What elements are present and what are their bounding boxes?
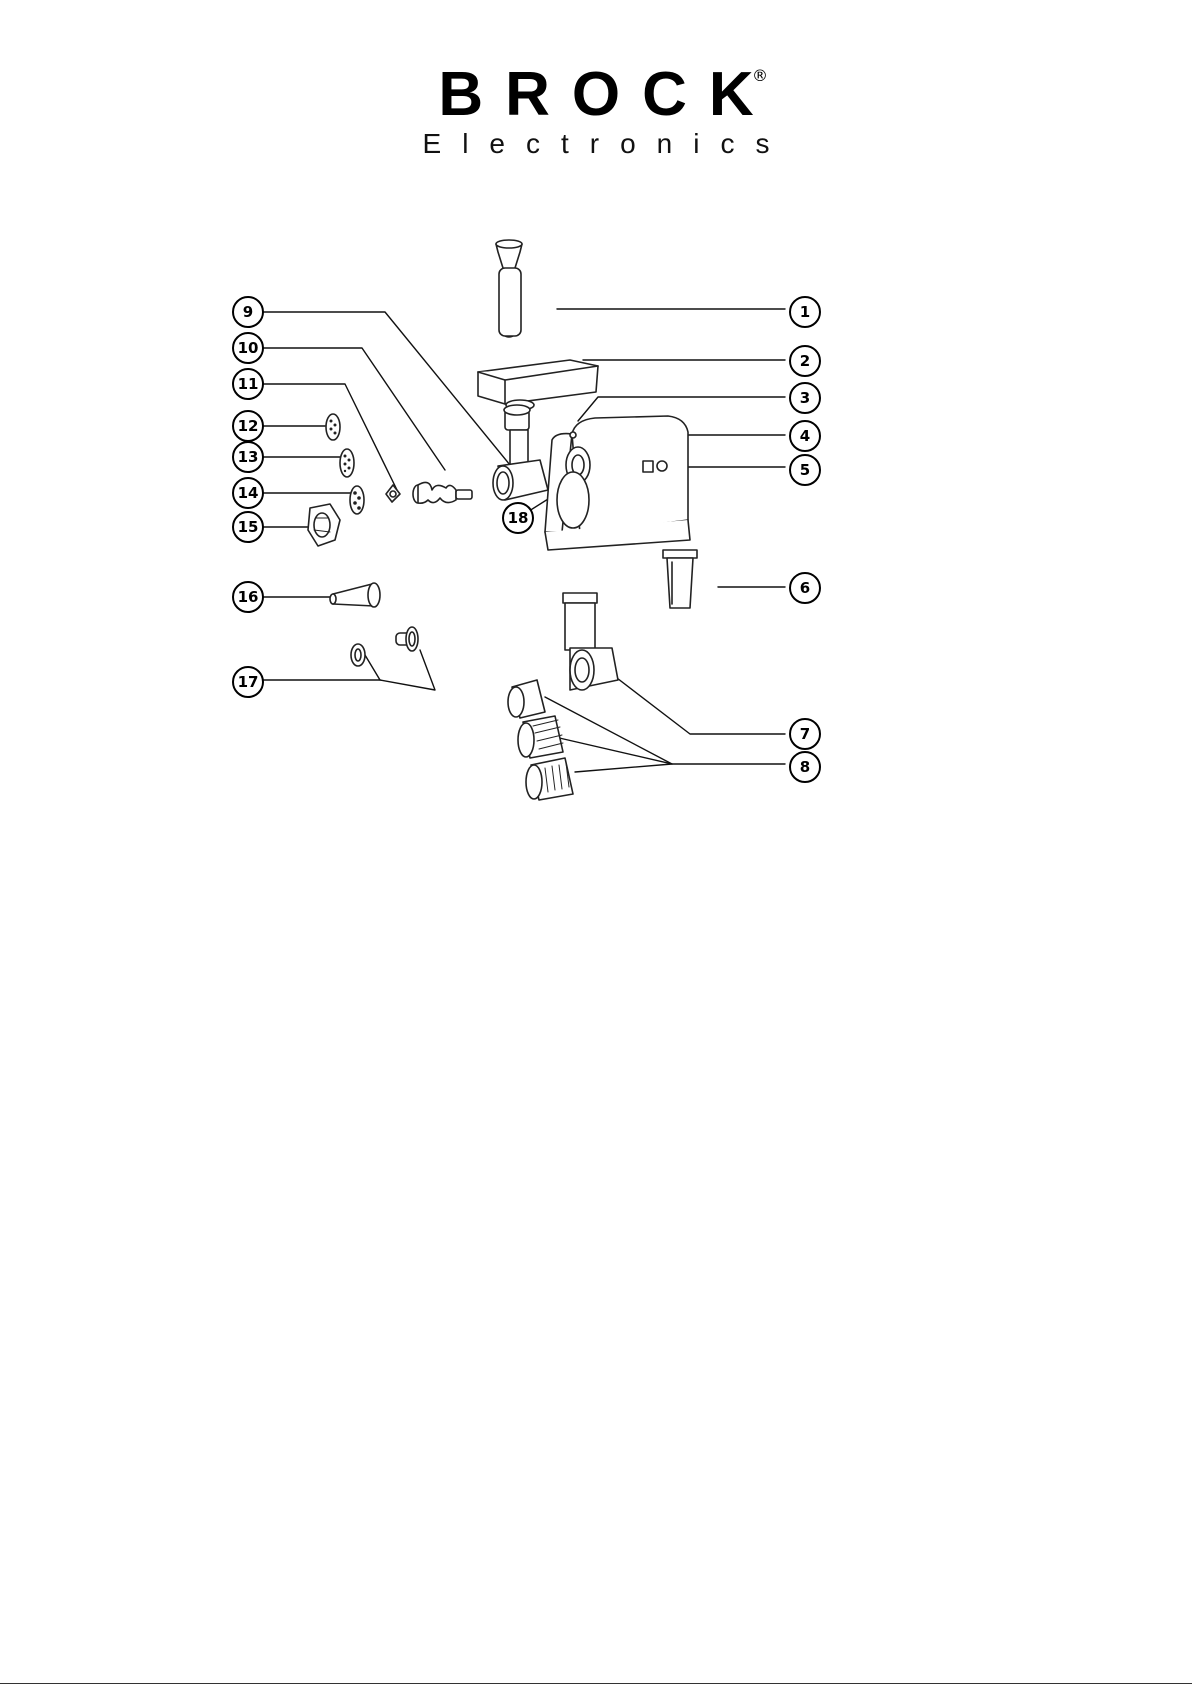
callout-6-label: 6 [800, 579, 810, 597]
part-sausage-nozzle [330, 583, 380, 607]
callout-4: 4 [790, 421, 820, 451]
callout-15-label: 15 [238, 518, 259, 536]
callout-18: 18 [503, 503, 533, 533]
callout-6: 6 [790, 573, 820, 603]
part-kebbe-attachment [351, 627, 418, 666]
part-knife [386, 485, 400, 502]
callout-3: 3 [790, 383, 820, 413]
part-slicer-pusher [663, 550, 697, 608]
callout-16: 16 [233, 582, 263, 612]
callout-10: 10 [233, 333, 263, 363]
callout-3-label: 3 [800, 389, 810, 407]
callout-1-label: 1 [800, 303, 810, 321]
callout-11: 11 [233, 369, 263, 399]
callout-5: 5 [790, 455, 820, 485]
callout-4-label: 4 [800, 427, 810, 445]
page-bottom-rule [0, 1683, 1192, 1684]
part-motor-body [545, 416, 690, 550]
part-grinding-head [493, 405, 548, 500]
callout-9-label: 9 [243, 303, 253, 321]
callout-11-label: 11 [238, 375, 259, 393]
callout-9: 9 [233, 297, 263, 327]
callout-17: 17 [233, 667, 263, 697]
callout-7-label: 7 [800, 725, 810, 743]
callout-8: 8 [790, 752, 820, 782]
callout-12-label: 12 [238, 417, 259, 435]
callout-10-label: 10 [238, 339, 259, 357]
callout-2-label: 2 [800, 352, 810, 370]
callout-2: 2 [790, 346, 820, 376]
callout-14-label: 14 [238, 484, 259, 502]
part-drums [508, 680, 573, 800]
part-ring-nut [308, 504, 340, 546]
callout-14: 14 [233, 478, 263, 508]
callout-12: 12 [233, 411, 263, 441]
part-plates [326, 414, 364, 514]
callout-16-label: 16 [238, 588, 259, 606]
callout-18-label: 18 [508, 509, 529, 527]
part-screw [413, 482, 472, 503]
callout-7: 7 [790, 719, 820, 749]
callout-17-label: 17 [238, 673, 259, 691]
callout-13: 13 [233, 442, 263, 472]
callout-13-label: 13 [238, 448, 259, 466]
part-tray [478, 360, 598, 410]
callout-15: 15 [233, 512, 263, 542]
callout-8-label: 8 [800, 758, 810, 776]
part-slicer-housing [563, 593, 618, 690]
part-pusher [496, 240, 522, 337]
callout-5-label: 5 [800, 461, 810, 479]
callout-1: 1 [790, 297, 820, 327]
